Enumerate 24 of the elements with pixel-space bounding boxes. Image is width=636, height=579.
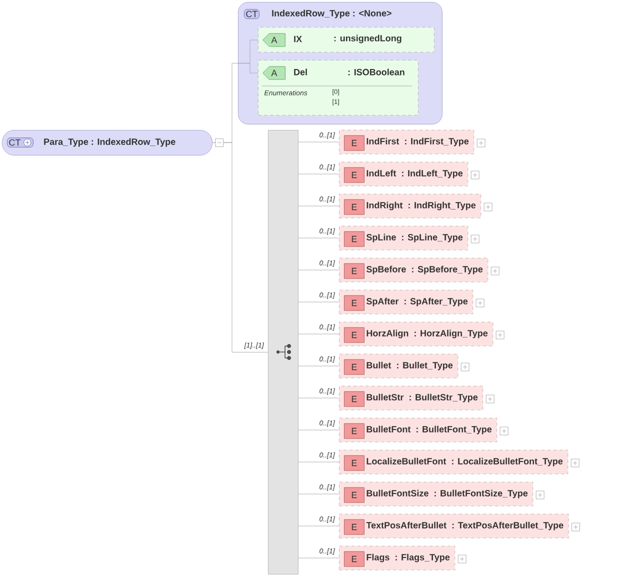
attribute-type: : unsignedLong xyxy=(334,34,402,44)
attribute-type: : ISOBoolean xyxy=(348,68,404,76)
element-badge: E xyxy=(344,327,364,343)
type-title: Para_Type : IndexedRow_Type xyxy=(44,138,176,147)
type-title: IndexedRow_Type : <None> xyxy=(272,10,392,18)
element-badge: E xyxy=(344,359,364,375)
element-badge: E xyxy=(344,455,364,471)
element-badge: E xyxy=(344,551,364,567)
connector-line xyxy=(212,142,268,352)
connector-line xyxy=(238,63,258,74)
attribute-name: Del xyxy=(294,68,307,76)
element-badge: E xyxy=(344,135,364,151)
element-badge: E xyxy=(344,199,364,215)
element-badge: E xyxy=(344,263,364,279)
element-badge: E xyxy=(344,167,364,183)
element-badge: E xyxy=(344,519,364,535)
element-badge: E xyxy=(344,487,364,503)
type-badge: CT xyxy=(244,9,260,19)
element-badge: E xyxy=(344,231,364,247)
element-badge: E xyxy=(344,391,364,407)
element-badge: E xyxy=(344,295,364,311)
element-badge: E xyxy=(344,423,364,439)
type-badge: CT xyxy=(7,138,34,148)
attribute-name: IX xyxy=(294,36,302,42)
